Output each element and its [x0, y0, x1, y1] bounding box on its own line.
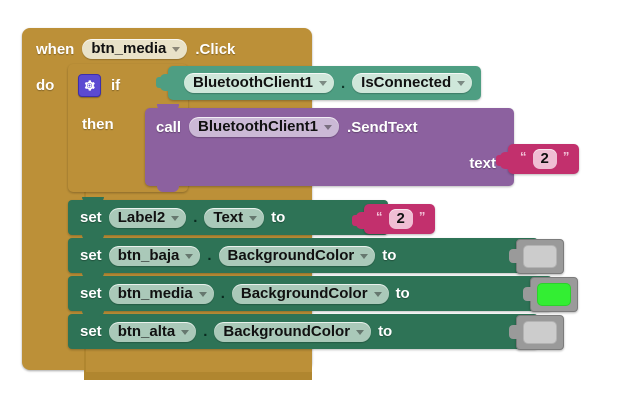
value-plug [496, 152, 510, 169]
chevron-down-icon[interactable] [249, 215, 258, 221]
to-label: to [395, 285, 410, 302]
event-name-label: .Click [195, 40, 236, 58]
string-block-label2-value[interactable]: “ 2 ” [352, 204, 436, 234]
setter-property-label: Text [213, 208, 244, 226]
chevron-down-icon[interactable] [356, 329, 365, 335]
setter-component-dropdown[interactable]: btn_media [108, 283, 214, 304]
call-row: call BluetoothClient1 .SendText [156, 117, 418, 137]
to-label: to [382, 247, 397, 264]
color-block-btn-media[interactable] [523, 277, 578, 312]
then-label: then [82, 116, 114, 133]
setter-property-dropdown[interactable]: BackgroundColor [231, 283, 389, 304]
if-label: if [111, 77, 121, 94]
setter-btn-alta-backgroundcolor[interactable]: set btn_alta . BackgroundColor to [68, 311, 538, 349]
string-value-field[interactable]: 2 [532, 149, 557, 169]
call-bluetoothclient1-sendtext[interactable]: call BluetoothClient1 .SendText text [145, 104, 514, 192]
condition-property-label: IsConnected [361, 74, 452, 91]
string-block-sendtext-value[interactable]: “ 2 ” [496, 144, 580, 174]
setter-property-dropdown[interactable]: Text [204, 207, 265, 228]
condition-property-dropdown[interactable]: IsConnected [352, 73, 473, 93]
setter-property-dropdown[interactable]: BackgroundColor [214, 321, 372, 342]
call-label: call [156, 118, 182, 136]
chevron-down-icon[interactable] [171, 215, 180, 221]
call-notch-top [157, 104, 179, 110]
setter-btn-baja-backgroundcolor[interactable]: set btn_baja . BackgroundColor to [68, 235, 538, 273]
chevron-down-icon[interactable] [198, 291, 207, 297]
chevron-down-icon[interactable] [319, 81, 327, 86]
event-header: when btn_media .Click [36, 39, 235, 59]
chevron-down-icon[interactable] [360, 253, 369, 259]
to-label: to [271, 209, 286, 226]
do-label: do [36, 77, 55, 94]
call-method-label: .SendText [347, 118, 418, 136]
set-label: set [80, 247, 102, 264]
color-block-btn-alta[interactable] [509, 315, 564, 350]
setter-notch-top [82, 197, 104, 202]
call-component-label: BluetoothClient1 [198, 118, 319, 135]
chevron-down-icon[interactable] [324, 125, 333, 130]
setter-separator: . [193, 209, 198, 226]
setter-separator: . [203, 323, 208, 340]
setter-label2-text[interactable]: set Label2 . Text to [68, 197, 388, 235]
string-value-field[interactable]: 2 [388, 209, 413, 229]
setter-property-label: BackgroundColor [227, 246, 355, 264]
set-label: set [80, 285, 102, 302]
if-row: if [78, 74, 120, 97]
setter-component-label: btn_media [117, 284, 193, 302]
event-component-label: btn_media [91, 40, 167, 57]
open-quote-icon: “ [376, 208, 383, 224]
setter-component-dropdown[interactable]: Label2 [108, 207, 187, 228]
gear-icon[interactable] [78, 74, 101, 97]
color-swatch[interactable] [523, 245, 557, 268]
chevron-down-icon[interactable] [181, 329, 190, 335]
when-label: when [36, 40, 75, 58]
color-swatch[interactable] [523, 321, 557, 344]
setter-component-label: Label2 [117, 208, 166, 226]
color-swatch[interactable] [537, 283, 571, 306]
value-plug [156, 74, 170, 91]
call-notch-bottom [157, 185, 179, 192]
value-plug [352, 212, 366, 229]
condition-component-dropdown[interactable]: BluetoothClient1 [184, 73, 334, 93]
setter-property-label: BackgroundColor [240, 284, 368, 302]
setter-component-dropdown[interactable]: btn_baja [108, 245, 201, 266]
setter-separator: . [220, 285, 225, 302]
set-label: set [80, 209, 102, 226]
condition-component-label: BluetoothClient1 [193, 74, 313, 91]
text-argument-label: text [469, 155, 496, 172]
setter-component-label: btn_baja [117, 246, 180, 264]
setter-separator: . [207, 247, 212, 264]
to-label: to [378, 323, 393, 340]
condition-separator: . [341, 74, 346, 92]
setter-btn-media-backgroundcolor[interactable]: set btn_media . BackgroundColor to [68, 273, 552, 311]
setter-property-label: BackgroundColor [223, 322, 351, 340]
setter-property-dropdown[interactable]: BackgroundColor [218, 245, 376, 266]
getter-bluetoothclient1-isconnected[interactable]: BluetoothClient1 . IsConnected [156, 66, 482, 100]
color-block-btn-baja[interactable] [509, 239, 564, 274]
setter-notch-top [82, 311, 104, 316]
call-component-dropdown[interactable]: BluetoothClient1 [189, 117, 340, 137]
set-label: set [80, 323, 102, 340]
setter-component-label: btn_alta [117, 322, 176, 340]
close-quote-icon: ” [418, 208, 426, 224]
event-component-dropdown[interactable]: btn_media [82, 39, 188, 59]
chevron-down-icon[interactable] [457, 81, 466, 86]
chevron-down-icon[interactable] [373, 291, 382, 297]
chevron-down-icon[interactable] [185, 253, 194, 259]
chevron-down-icon[interactable] [172, 47, 181, 52]
close-quote-icon: ” [562, 148, 570, 164]
setter-notch-top [82, 235, 104, 240]
setter-component-dropdown[interactable]: btn_alta [108, 321, 197, 342]
open-quote-icon: “ [520, 148, 527, 164]
setter-notch-top [82, 273, 104, 278]
